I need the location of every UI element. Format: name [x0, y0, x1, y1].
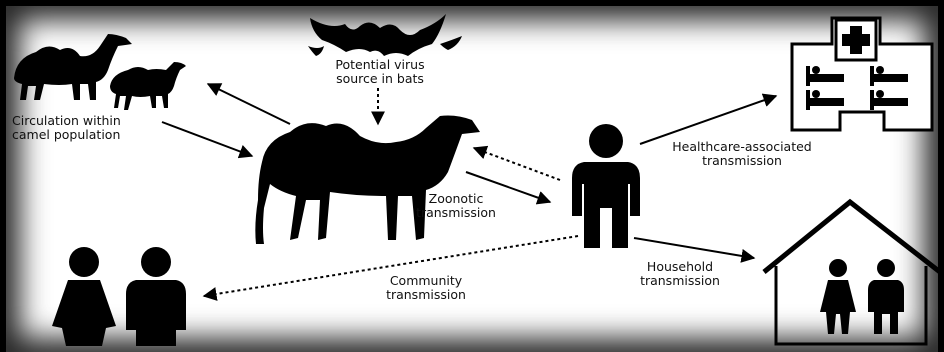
arrow-person-to-camel: [474, 148, 560, 180]
couple-icon: [52, 247, 186, 346]
label-circulation-line-1: Circulation within: [12, 114, 121, 128]
arrow-camel-to-group: [208, 84, 290, 124]
person-icon: [572, 124, 640, 248]
label-community-line-2: transmission: [366, 288, 486, 302]
label-zoonotic-line-1: Zoonotic: [404, 192, 508, 206]
label-circulation-line-2: camel population: [12, 128, 121, 142]
arrow-person-to-house: [634, 238, 754, 258]
label-bats-source: Potential virus source in bats: [312, 58, 448, 86]
camel-icon: [255, 116, 480, 245]
label-household: Household transmission: [628, 260, 732, 288]
couple-icon: [820, 259, 904, 334]
label-healthcare-line-1: Healthcare-associated: [652, 140, 832, 154]
label-household-line-1: Household: [628, 260, 732, 274]
label-zoonotic: Zoonotic transmission: [404, 192, 508, 220]
arrow-person-to-hospital: [640, 96, 776, 144]
arrow-group-to-camel: [162, 122, 252, 156]
hospital-icon: [792, 18, 932, 130]
camel-icon: [14, 34, 186, 110]
house-icon: [764, 202, 940, 344]
label-zoonotic-line-2: transmission: [404, 206, 508, 220]
label-community: Community transmission: [366, 274, 486, 302]
label-bats-line-1: Potential virus: [312, 58, 448, 72]
bat-icon: [308, 14, 462, 56]
label-healthcare: Healthcare-associated transmission: [652, 140, 832, 168]
label-household-line-2: transmission: [628, 274, 732, 288]
label-bats-line-2: source in bats: [312, 72, 448, 86]
label-community-line-1: Community: [366, 274, 486, 288]
label-healthcare-line-2: transmission: [652, 154, 832, 168]
label-camel-circulation: Circulation within camel population: [12, 114, 121, 142]
